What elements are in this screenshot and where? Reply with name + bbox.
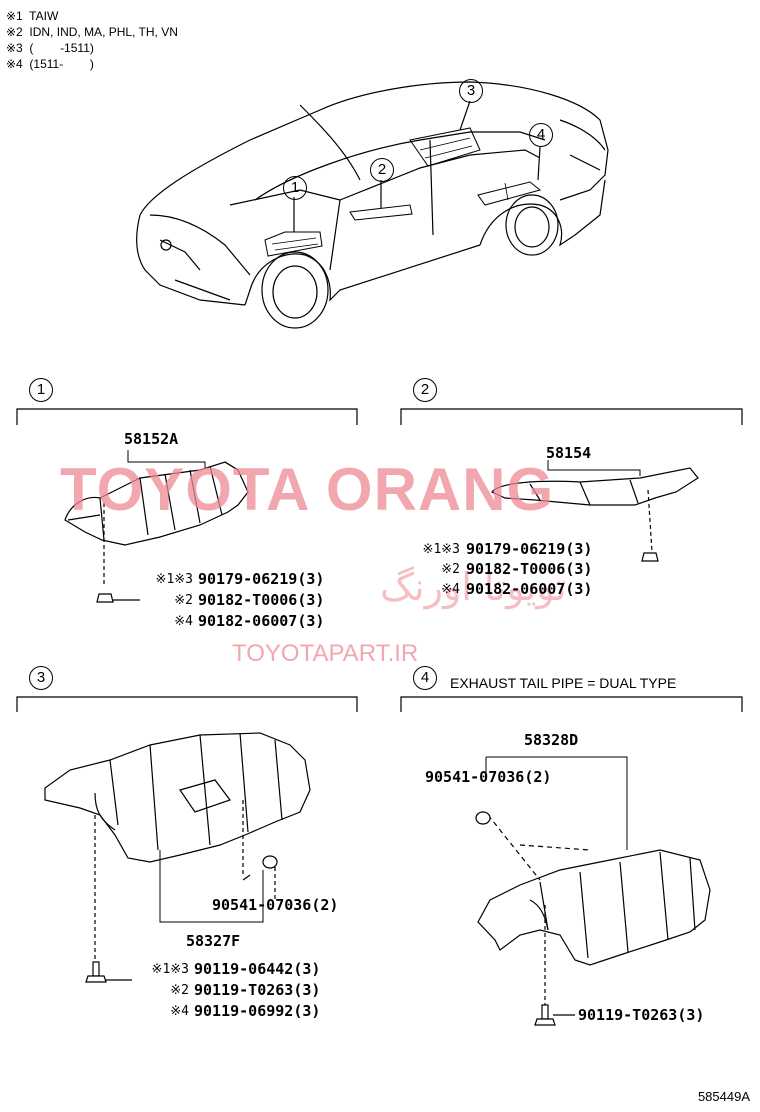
section3-nut-part[interactable]: 90541-07036(2) bbox=[212, 896, 339, 914]
section3-heat-insulator bbox=[44, 732, 311, 981]
section2-fastener-2-marks: ※2 bbox=[441, 562, 460, 577]
section4-frame bbox=[400, 696, 743, 712]
section3-part-number[interactable]: 58327F bbox=[186, 932, 241, 950]
section2-number: 2 bbox=[413, 378, 437, 402]
section2-fastener-3-part[interactable]: 90182-06007(3) bbox=[466, 580, 593, 598]
section1-fastener-1-marks: ※1※3 bbox=[155, 572, 193, 587]
section4-bolt-icon bbox=[534, 1004, 556, 1026]
section2-fastener-1-part[interactable]: 90179-06219(3) bbox=[466, 540, 593, 558]
section3-fastener-2-marks: ※2 bbox=[170, 983, 189, 998]
car-callout-3[interactable]: 3 bbox=[459, 79, 483, 103]
note-2: ※2 IDN, IND, MA, PHL, TH, VN bbox=[6, 25, 178, 39]
section4-bolt-part[interactable]: 90119-T0263(3) bbox=[578, 1006, 705, 1024]
section3-nut-icon bbox=[262, 855, 278, 869]
section1-fastener-icon bbox=[96, 593, 114, 603]
section4-heat-insulator bbox=[477, 756, 711, 1016]
section1-fastener-3-part[interactable]: 90182-06007(3) bbox=[198, 612, 325, 630]
section3-fastener-2-part[interactable]: 90119-T0263(3) bbox=[194, 981, 321, 999]
watermark-site: TOYOTAPART.IR bbox=[232, 640, 419, 667]
section2-part-number[interactable]: 58154 bbox=[546, 444, 592, 462]
section1-fastener-3-marks: ※4 bbox=[174, 614, 193, 629]
section4-heading: EXHAUST TAIL PIPE = DUAL TYPE bbox=[450, 675, 677, 691]
section2-frame bbox=[400, 408, 743, 425]
note-1: ※1 TAIW bbox=[6, 9, 59, 23]
car-callout-1[interactable]: 1 bbox=[283, 176, 307, 200]
section3-fastener-3-part[interactable]: 90119-06992(3) bbox=[194, 1002, 321, 1020]
section3-fastener-1-part[interactable]: 90119-06442(3) bbox=[194, 960, 321, 978]
section2-fastener-icon bbox=[641, 552, 659, 562]
section1-frame bbox=[16, 408, 358, 425]
watermark-main: TOYOTA ORANG bbox=[60, 456, 555, 523]
note-4: ※4 (1511- ) bbox=[6, 57, 94, 71]
applicability-notes: ※1 TAIW ※2 IDN, IND, MA, PHL, TH, VN ※3 … bbox=[6, 8, 178, 72]
section3-fastener-3-marks: ※4 bbox=[170, 1004, 189, 1019]
car-illustration bbox=[136, 81, 609, 329]
section1-fastener-2-part[interactable]: 90182-T0006(3) bbox=[198, 591, 325, 609]
section4-nut-icon bbox=[475, 811, 491, 825]
section1-fastener-2-marks: ※2 bbox=[174, 593, 193, 608]
section2-fastener-2-part[interactable]: 90182-T0006(3) bbox=[466, 560, 593, 578]
section3-bolt-icon bbox=[85, 961, 107, 983]
section4-nut-part[interactable]: 90541-07036(2) bbox=[425, 768, 552, 786]
section1-part-number[interactable]: 58152A bbox=[124, 430, 179, 448]
section1-number: 1 bbox=[29, 378, 53, 402]
figure-id: 585449A bbox=[697, 1089, 750, 1104]
section2-fastener-3-marks: ※4 bbox=[441, 582, 460, 597]
section4-number: 4 bbox=[413, 666, 437, 690]
section1-heat-insulator bbox=[64, 450, 249, 601]
watermark-persian: تویوتا اورنگ bbox=[380, 565, 567, 609]
car-callout-2[interactable]: 2 bbox=[370, 158, 394, 182]
section4-part-number[interactable]: 58328D bbox=[524, 731, 579, 749]
section3-fastener-1-marks: ※1※3 bbox=[151, 962, 189, 977]
section2-fastener-1-marks: ※1※3 bbox=[422, 542, 460, 557]
note-3: ※3 ( -1511) bbox=[6, 41, 94, 55]
section1-fastener-1-part[interactable]: 90179-06219(3) bbox=[198, 570, 325, 588]
section2-heat-insulator bbox=[491, 460, 699, 553]
section3-number: 3 bbox=[29, 666, 53, 690]
car-callout-4[interactable]: 4 bbox=[529, 123, 553, 147]
section3-frame bbox=[16, 696, 358, 712]
